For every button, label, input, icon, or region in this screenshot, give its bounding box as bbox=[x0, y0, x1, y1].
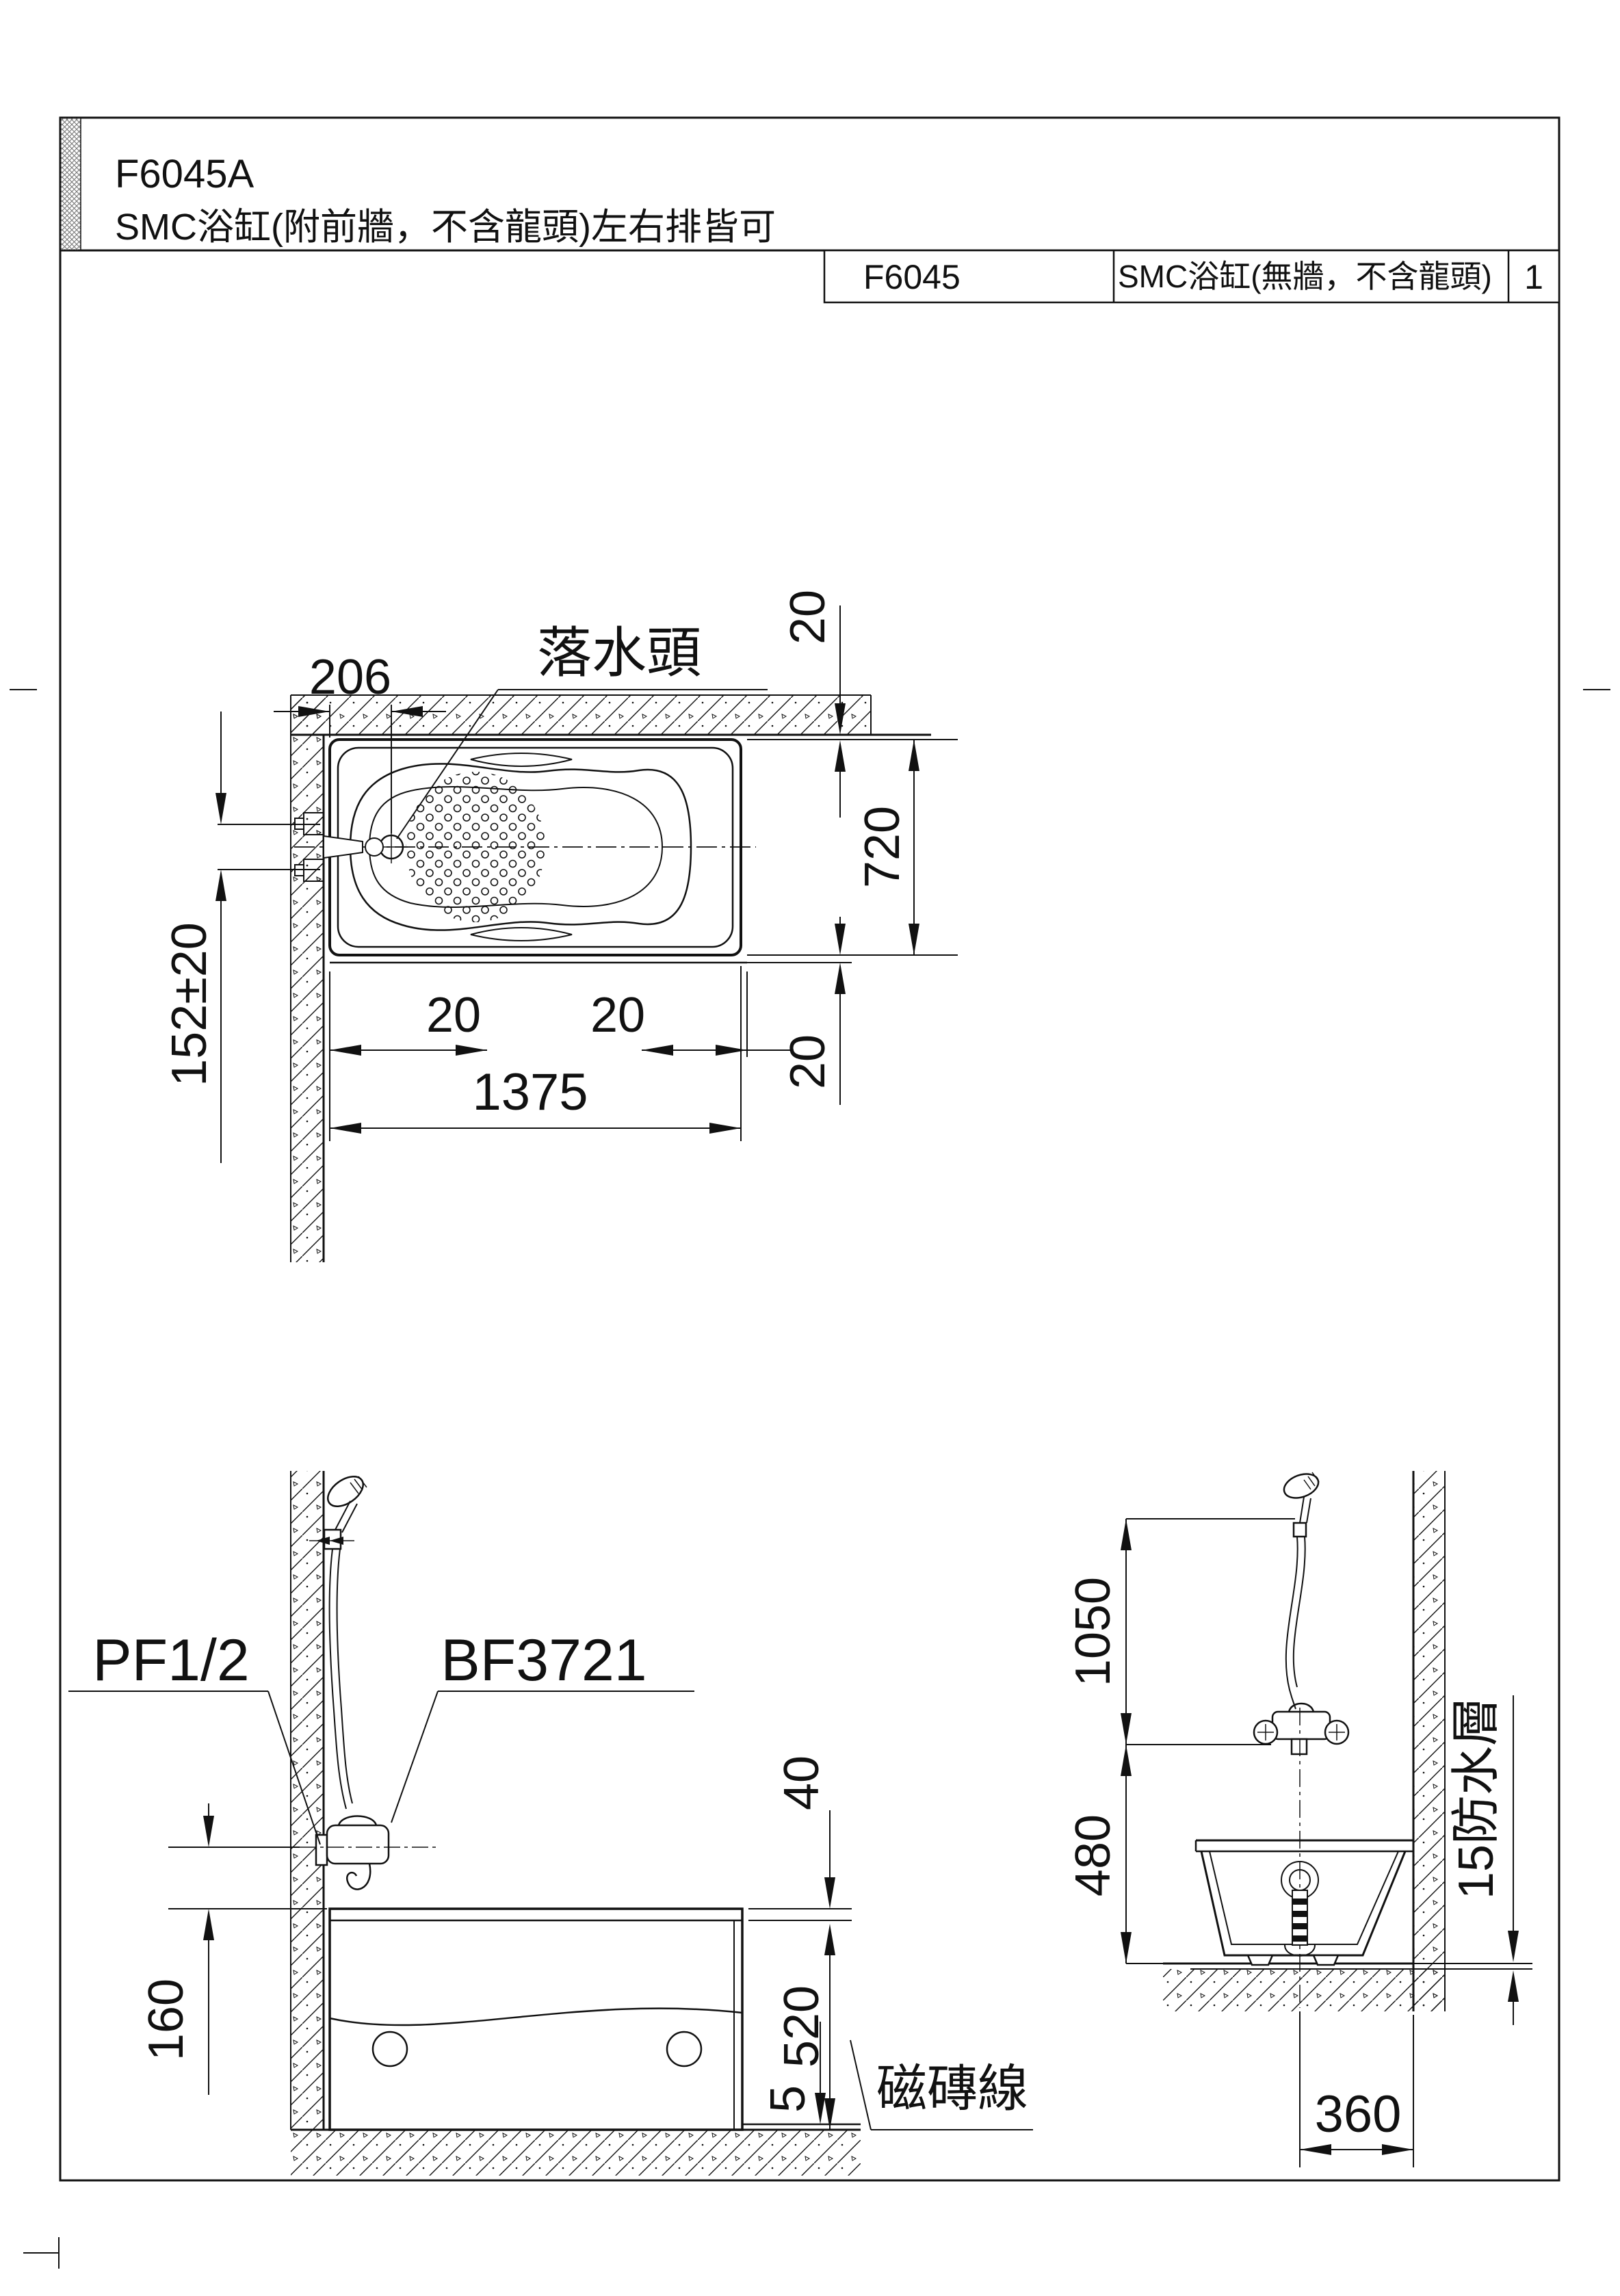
svg-text:1375: 1375 bbox=[472, 1063, 588, 1121]
front-elevation: PF1/2 BF3721 160 40 bbox=[68, 1471, 1033, 2176]
svg-text:360: 360 bbox=[1315, 2085, 1402, 2143]
tub-grip-bottom bbox=[470, 927, 573, 941]
tub-grip-top bbox=[470, 753, 573, 767]
se-faucet bbox=[1253, 1702, 1350, 1756]
svg-text:206: 206 bbox=[309, 650, 391, 705]
table-model-cell: F6045 bbox=[863, 258, 961, 296]
svg-text:PF1/2: PF1/2 bbox=[92, 1628, 249, 1693]
dim-1050: 1050 bbox=[1066, 1518, 1295, 1745]
dim-20-20: 20 20 bbox=[329, 971, 794, 1141]
se-tub-section bbox=[1194, 1839, 1413, 1966]
se-wall-hatch bbox=[1413, 1471, 1445, 2011]
drawing-border bbox=[59, 249, 1560, 2182]
svg-text:480: 480 bbox=[1066, 1814, 1121, 1896]
svg-text:20: 20 bbox=[426, 988, 481, 1043]
dim-206: 206 bbox=[274, 650, 446, 833]
fe-label-pf: PF1/2 bbox=[68, 1628, 321, 1845]
fe-wall-hatch bbox=[291, 1471, 324, 2130]
svg-text:160: 160 bbox=[139, 1979, 194, 2061]
fe-floor-hatch bbox=[291, 2130, 861, 2176]
svg-text:磁磚線: 磁磚線 bbox=[876, 2060, 1028, 2117]
dim-480: 480 bbox=[1066, 1744, 1271, 1964]
dim-1375: 1375 bbox=[330, 966, 742, 1141]
plan-top-wall-hatch bbox=[291, 695, 871, 735]
dim-20-right: 20 bbox=[747, 917, 852, 1105]
fe-shower bbox=[309, 1476, 367, 1810]
dim-15-waterproof: 15防水層 bbox=[1449, 1695, 1519, 2025]
table-description-cell: SMC浴缸(無牆，不含龍頭) bbox=[1118, 259, 1492, 294]
svg-text:20: 20 bbox=[590, 988, 645, 1043]
fe-hose-inner bbox=[336, 1548, 353, 1804]
svg-text:40: 40 bbox=[774, 1756, 829, 1810]
svg-text:20: 20 bbox=[781, 590, 835, 644]
fe-tub-panel bbox=[328, 1907, 744, 2131]
svg-text:720: 720 bbox=[855, 806, 910, 888]
parts-table: F6045 SMC浴缸(無牆，不含龍頭) 1 bbox=[823, 249, 1560, 304]
dim-152: 152±20 bbox=[162, 712, 320, 1163]
svg-text:BF3721: BF3721 bbox=[441, 1628, 646, 1693]
tub-basin-inner bbox=[368, 786, 664, 908]
table-quantity-cell: 1 bbox=[1524, 258, 1543, 296]
dim-360: 360 bbox=[1299, 2011, 1414, 2167]
drain-label: 落水頭 bbox=[396, 623, 768, 839]
spout-end bbox=[365, 837, 384, 857]
dim-20-top: 20 bbox=[747, 590, 958, 818]
svg-text:152±20: 152±20 bbox=[162, 922, 217, 1086]
fe-panel-wave bbox=[329, 2007, 743, 2026]
fe-label-bf: BF3721 bbox=[391, 1628, 694, 1823]
title-block-hatch-strip bbox=[60, 117, 81, 251]
se-shower bbox=[1283, 1472, 1320, 1710]
fe-panel-circle-left bbox=[371, 2031, 408, 2067]
svg-text:落水頭: 落水頭 bbox=[537, 623, 701, 683]
dim-160: 160 bbox=[139, 1803, 327, 2095]
fe-panel-circle-right bbox=[666, 2031, 703, 2067]
se-floor-hatch bbox=[1163, 1969, 1445, 2011]
page-frame bbox=[10, 116, 1610, 2269]
fe-label-tile: 磁磚線 bbox=[850, 2039, 1033, 2130]
dim-720: 720 bbox=[747, 740, 958, 956]
plan-left-wall-hatch bbox=[291, 695, 324, 1262]
spout-body bbox=[323, 835, 363, 859]
svg-text:20: 20 bbox=[781, 1034, 835, 1089]
dim-40: 40 bbox=[748, 1756, 852, 1921]
tub-basin-outer bbox=[349, 763, 692, 931]
svg-text:1050: 1050 bbox=[1066, 1577, 1121, 1686]
plan-view: 206 落水頭 20 720 bbox=[162, 590, 958, 1262]
svg-text:5: 5 bbox=[761, 2085, 815, 2113]
drawing-title: SMC浴缸(附前牆，不含龍頭)左右排皆可 bbox=[115, 207, 776, 248]
side-elevation: 1050 480 15防水層 360 bbox=[1066, 1471, 1532, 2167]
dim-5: 5 bbox=[761, 2022, 826, 2124]
parts-table-row bbox=[823, 249, 1560, 304]
fe-hose-outer bbox=[328, 1548, 347, 1810]
title-block-box bbox=[59, 116, 1560, 252]
model-code: F6045A bbox=[115, 152, 254, 196]
title-block: F6045A SMC浴缸(附前牆，不含龍頭)左右排皆可 bbox=[115, 152, 776, 248]
svg-text:15防水層: 15防水層 bbox=[1449, 1697, 1504, 1899]
